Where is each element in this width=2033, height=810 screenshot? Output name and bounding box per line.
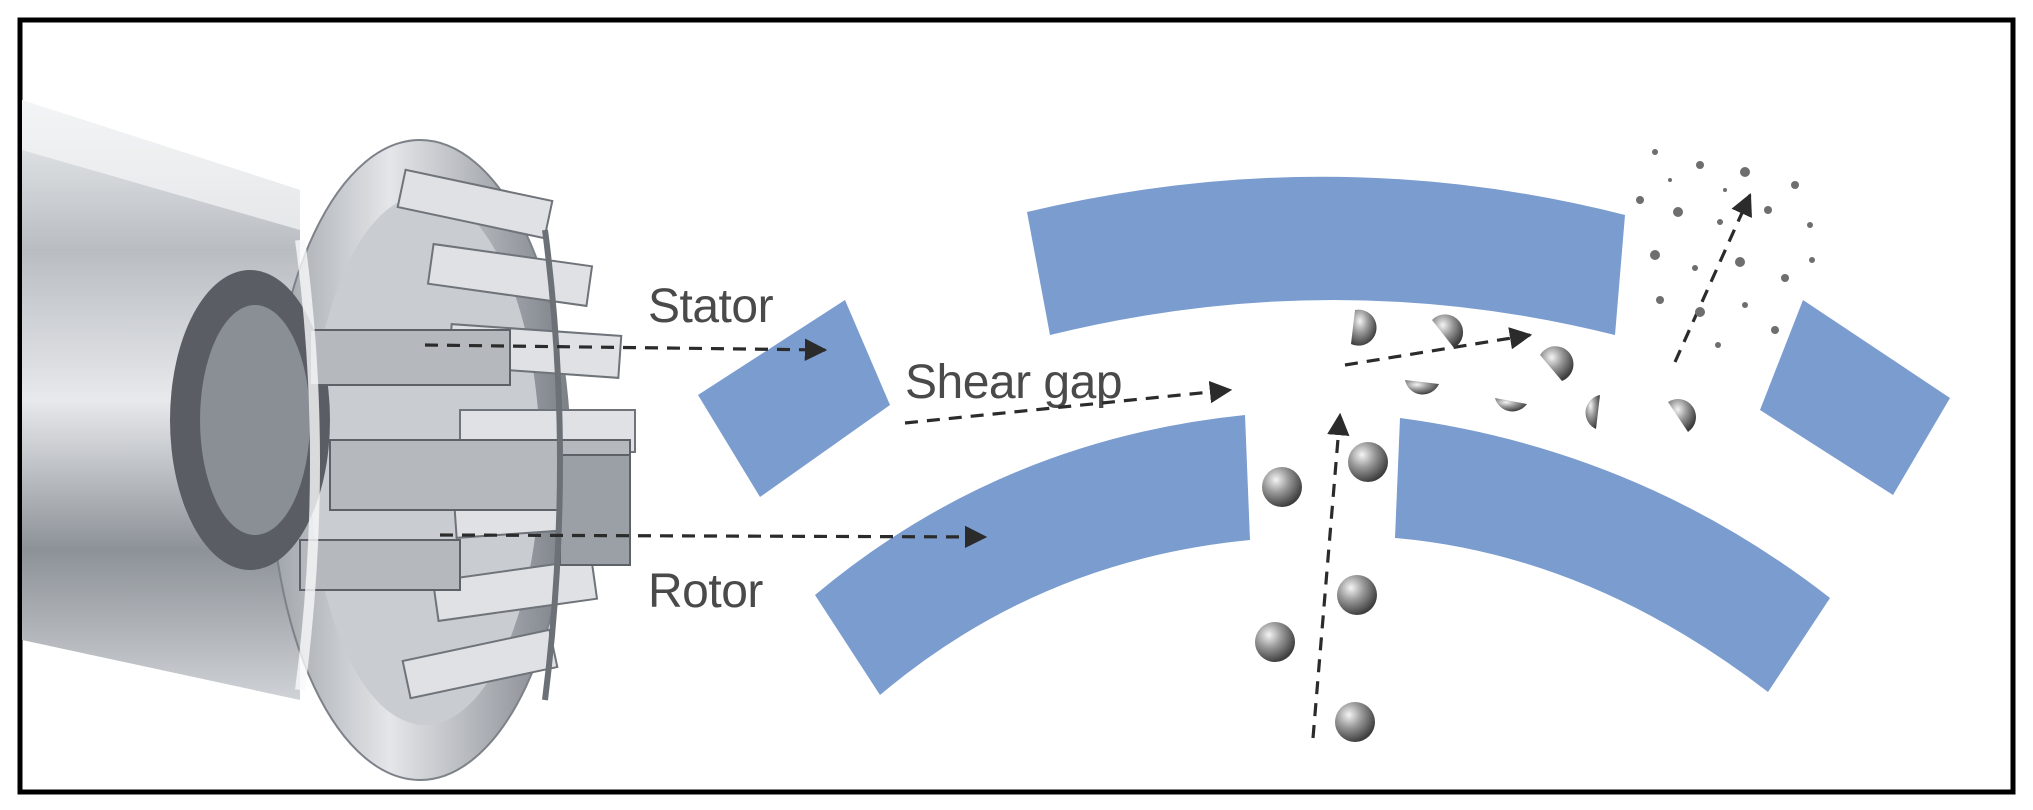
fragment-icon: [1585, 395, 1600, 429]
fragment-icon: [1405, 380, 1439, 395]
particles-intact: [1255, 442, 1388, 742]
particles-broken: [1351, 309, 1697, 432]
arrow-flow-up: [1311, 412, 1350, 739]
fragment-icon: [1495, 398, 1527, 412]
arrow-flow-out: [1673, 192, 1752, 363]
arrow-flow-gap: [1344, 327, 1533, 367]
arrow-rotor: [439, 525, 988, 549]
stator-segment-top: [1027, 176, 1625, 335]
label-shear-gap: Shear gap: [905, 356, 1122, 409]
fragment-icon: [1668, 398, 1697, 432]
label-rotor: Rotor: [648, 565, 763, 618]
particle-icon: [1262, 467, 1302, 507]
rotor-segment-left: [815, 415, 1250, 695]
particle-icon: [1255, 622, 1295, 662]
stator-segment-left: [698, 300, 890, 497]
stator-segment-right: [1760, 300, 1950, 495]
particle-icon: [1337, 575, 1377, 615]
diagram-frame: [17, 17, 2016, 795]
particles-fine: [1636, 149, 1815, 348]
rotor-segment-right: [1395, 418, 1830, 692]
particle-icon: [1335, 702, 1375, 742]
fragment-icon: [1351, 309, 1377, 346]
arrow-stator: [424, 338, 828, 361]
fragment-icon: [1432, 314, 1464, 348]
homogenizer-head-icon: [22, 100, 636, 781]
arrow-shear-gap: [904, 380, 1233, 425]
particle-icon: [1348, 442, 1388, 482]
label-stator: Stator: [648, 280, 774, 333]
fragment-icon: [1540, 346, 1574, 381]
